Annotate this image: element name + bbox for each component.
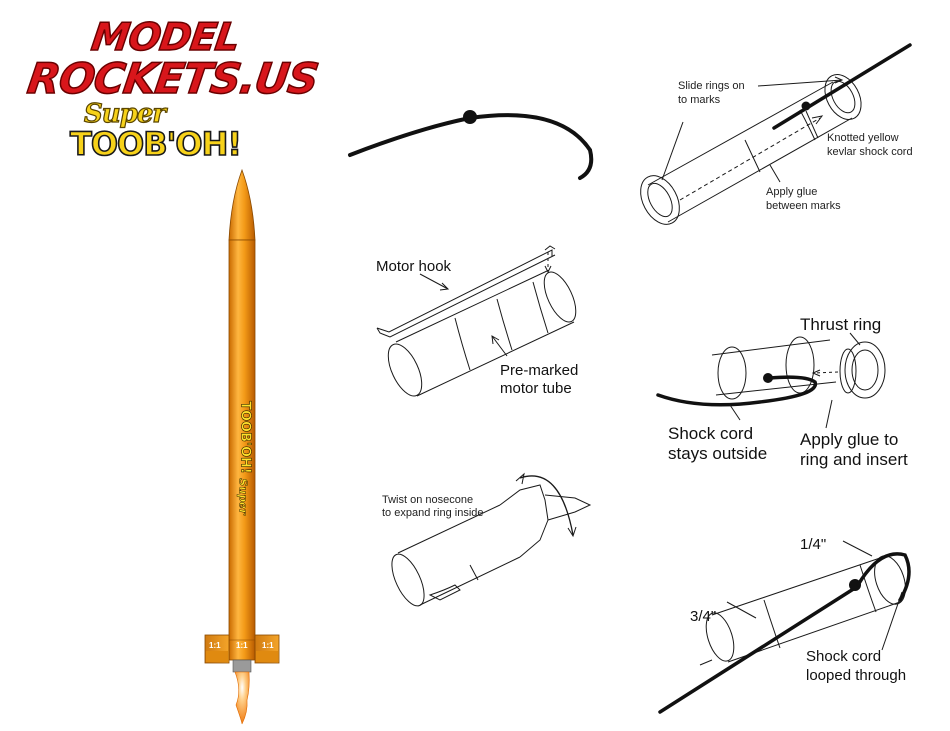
label-twist-nosecone-1: Twist on nosecone [382,494,474,506]
label-apply-glue-ring-1: Apply glue to [800,430,899,449]
label-apply-glue-2: between marks [766,200,841,212]
label-pre-marked: Pre-marked [500,362,579,379]
label-quarter-inch: 1/4" [800,536,827,553]
label-shock-cord-outside-1: Shock cord [668,424,754,443]
step-shock-cord-knot [348,110,594,180]
label-knotted-cord-1: Knotted yellow [827,132,899,144]
label-thrust-ring: Thrust ring [800,315,882,334]
label-looped-cord-1: Shock cord [806,648,882,665]
label-looped-cord-2: looped through [806,667,907,684]
step-nosecone [391,472,592,607]
logo-super-text: Super [83,99,166,129]
step-loop-cord [658,540,911,714]
step-motor-hook [376,245,577,397]
rocket-flame [234,671,250,725]
label-motor-tube: motor tube [500,380,572,397]
rocket-body-tube [228,239,256,661]
step-thrust-ring [656,332,886,429]
fin-mark-left: 1:1 [209,641,221,650]
label-apply-glue-1: Apply glue [766,186,818,198]
label-slide-rings-1: Slide rings on [678,80,745,92]
logo-toob-text: TOOB'OH! [69,125,243,163]
fin-mark-center: 1:1 [236,641,248,650]
label-slide-rings-2: to marks [678,94,721,106]
label-twist-nosecone-2: to expand ring inside [382,507,484,519]
step-slide-rings [640,43,912,225]
label-shock-cord-outside-2: stays outside [668,444,768,463]
label-knotted-cord-2: kevlar shock cord [827,146,913,158]
fin-mark-right: 1:1 [262,641,274,650]
rocket-nosecone [228,168,256,241]
label-three-quarter-inch: 3/4" [690,608,717,625]
label-motor-hook: Motor hook [376,258,452,275]
label-apply-glue-ring-2: ring and insert [800,450,908,469]
